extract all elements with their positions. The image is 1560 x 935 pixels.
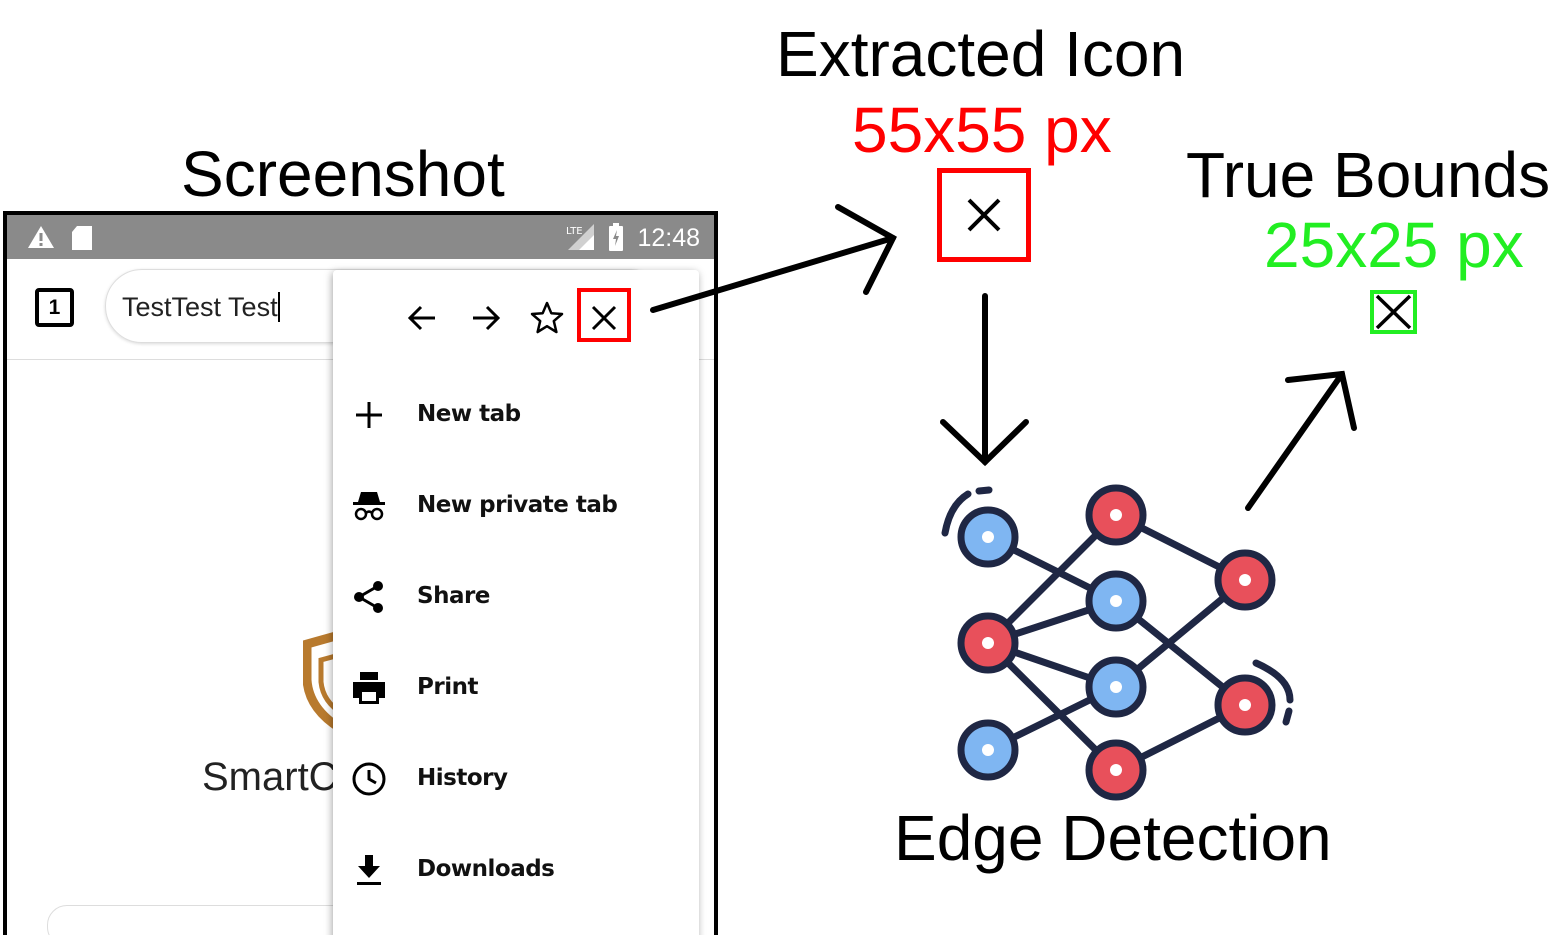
menu-item-downloads[interactable]: Downloads [333, 838, 699, 898]
true-bounds-box [1370, 290, 1417, 334]
sd-card-icon [72, 226, 92, 250]
close-icon[interactable] [586, 300, 622, 336]
print-icon [353, 672, 385, 704]
true-bounds-title: True Bounds [1186, 139, 1551, 211]
menu-item-label: Downloads [417, 856, 555, 882]
edge-detection-title: Edge Detection [894, 802, 1332, 874]
star-icon[interactable] [529, 300, 565, 336]
status-bar: LTE 12:48 [7, 215, 714, 259]
menu-item-label: Share [417, 583, 490, 609]
share-icon [354, 581, 383, 613]
arrow-to-true-bounds [1245, 370, 1357, 511]
menu-item-label: New tab [417, 401, 521, 427]
menu-item-print[interactable]: Print [333, 656, 699, 716]
forward-arrow-icon[interactable] [467, 300, 503, 336]
app-name-text: SmartC [202, 755, 338, 799]
svg-text:LTE: LTE [566, 226, 583, 237]
tab-count-button[interactable]: 1 [35, 288, 74, 327]
menu-item-label: New private tab [417, 492, 618, 518]
url-bar[interactable]: TestTest Test [105, 269, 667, 343]
screenshot-title: Screenshot [181, 138, 505, 210]
status-time: 12:48 [637, 224, 700, 252]
lte-signal-icon: LTE [566, 224, 594, 250]
menu-item-label: Print [417, 674, 478, 700]
url-input-value[interactable]: TestTest Test [122, 292, 278, 322]
back-arrow-icon[interactable] [405, 300, 441, 336]
diagram-overlay [650, 204, 1357, 801]
warning-icon [28, 226, 54, 248]
clock-icon [352, 762, 386, 796]
extracted-icon-title: Extracted Icon [776, 18, 1186, 90]
close-icon [967, 198, 1001, 232]
true-size-label: 25x25 px [1264, 209, 1524, 281]
neural-network-icon [941, 484, 1294, 801]
plus-icon [356, 402, 382, 428]
extracted-size-label: 55x55 px [852, 94, 1112, 166]
overflow-menu: New tab New private tab Share Print [333, 270, 699, 935]
incognito-icon [353, 492, 385, 521]
menu-item-history[interactable]: History [333, 747, 699, 807]
menu-item-label: History [417, 765, 508, 791]
battery-icon [609, 223, 623, 251]
close-icon [1375, 294, 1412, 330]
extracted-icon-highlight [577, 288, 631, 342]
phone-screenshot: LTE 12:48 1 TestTest Test SmartC [3, 211, 718, 935]
menu-item-new-private-tab[interactable]: New private tab [333, 474, 699, 534]
menu-item-new-tab[interactable]: New tab [333, 383, 699, 443]
arrow-to-edge-detection [940, 293, 1029, 467]
download-icon [357, 855, 381, 885]
text-caret [277, 292, 280, 322]
extracted-icon-box [937, 168, 1031, 262]
menu-item-share[interactable]: Share [333, 565, 699, 625]
arrow-to-extracted-icon [650, 204, 897, 313]
